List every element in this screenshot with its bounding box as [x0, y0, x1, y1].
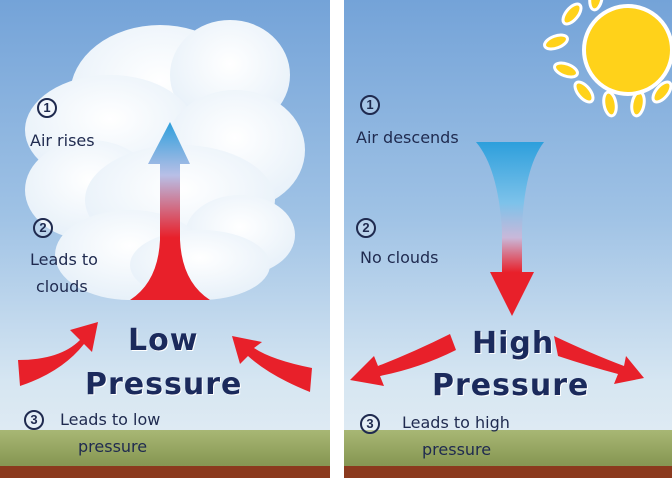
- high-pressure-illustration: [350, 0, 672, 386]
- high-title: High: [472, 326, 555, 361]
- right-outflow-arrow: [554, 336, 644, 384]
- step-3-text-line1: Leads to high: [402, 413, 510, 432]
- step-1-marker: 1: [37, 98, 57, 118]
- step-1-marker: 1: [360, 95, 380, 115]
- ground: [344, 430, 672, 478]
- left-outflow-arrow: [350, 334, 456, 386]
- pressure-title: Pressure: [85, 367, 243, 402]
- low-title: Low: [128, 323, 199, 358]
- step-1-text: Air descends: [356, 128, 459, 147]
- step-2-text-line2: clouds: [36, 277, 88, 296]
- pressure-title: Pressure: [432, 368, 590, 403]
- step-2-text-line1: Leads to: [30, 250, 98, 269]
- step-2-marker: 2: [33, 218, 53, 238]
- step-2-marker: 2: [356, 218, 376, 238]
- rising-air-arrow: [130, 122, 210, 300]
- step-3-text-line2: pressure: [78, 437, 148, 456]
- step-2-text: No clouds: [360, 248, 439, 267]
- step-3-text-line2: pressure: [422, 440, 492, 459]
- step-1-text: Air rises: [30, 131, 95, 150]
- step-3-marker: 3: [24, 410, 44, 430]
- right-inflow-arrow: [232, 336, 312, 392]
- left-inflow-arrow: [18, 322, 98, 386]
- sun-icon: [543, 0, 672, 118]
- high-pressure-panel: 1 Air descends 2 No clouds High Pressure…: [344, 0, 672, 478]
- step-3-text-line1: Leads to low: [60, 410, 161, 429]
- low-pressure-illustration: [18, 20, 312, 392]
- step-3-marker: 3: [360, 414, 380, 434]
- descending-air-arrow: [476, 142, 544, 316]
- low-pressure-panel: 1 Air rises 2 Leads to clouds Low Pressu…: [0, 0, 330, 478]
- ground: [0, 430, 330, 478]
